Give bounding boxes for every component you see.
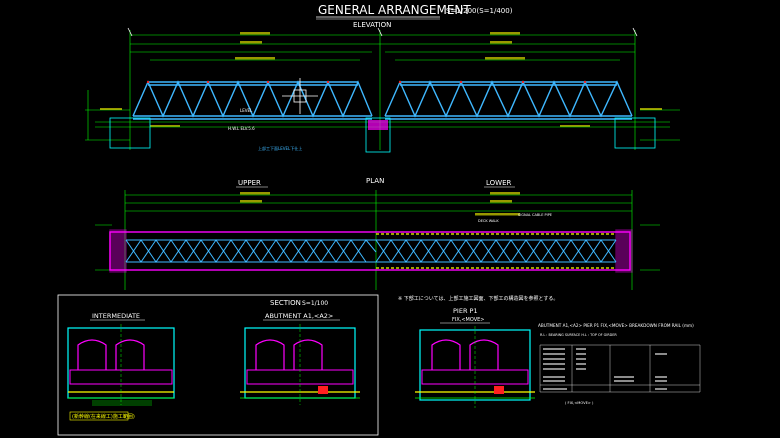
upper-label: UPPER (238, 179, 261, 187)
plan-dimensions (95, 190, 660, 290)
lower-label: LOWER (486, 179, 512, 187)
elevation-dimensions (85, 30, 680, 150)
plan-deck (109, 229, 633, 273)
section-frame (57, 294, 379, 436)
signal-cable-note: SIGNAL CABLE PIPE (518, 213, 552, 217)
drawing-scale: S=1/200(S=1/400) (446, 7, 513, 15)
table-footer: ( FIX,<MOVE> ) (565, 401, 594, 405)
deck-walk-note: DECK WALK (478, 219, 499, 223)
lower-rail-marks (376, 233, 616, 269)
section-intermediate (67, 324, 175, 406)
upper-bracing (125, 239, 377, 263)
abutment-a1 (109, 117, 151, 149)
plan-dim-text (240, 192, 520, 216)
right-truss (384, 80, 633, 120)
elevation-dim-text (100, 32, 662, 127)
level-label: LEVEL (240, 108, 253, 113)
pier-p1 (365, 117, 391, 153)
pier-note: 上部工下面LEVEL下仕上 (258, 145, 302, 151)
title-block: GENERAL ARRANGEMENT S=1/200(S=1/400) ELE… (316, 3, 513, 29)
abutment-label: ABUTMENT A1,<A2> (265, 312, 333, 320)
section-footer-note: (新幹線(在来線工)施工範囲) (72, 413, 135, 420)
table-cells (543, 348, 667, 390)
section-scale: S=1/100 (302, 300, 328, 307)
abutment-a2 (614, 117, 656, 149)
elevation-markers (127, 27, 638, 37)
table-grid (539, 344, 701, 393)
lower-bracing (375, 239, 617, 263)
pier-label: PIER P1 (453, 307, 478, 315)
pier-sublabel: FIX,<MOVE> (452, 317, 485, 323)
elevation-supports (109, 117, 656, 153)
table-subtitle: R.L : BEARING SURFACE H.L : TOP OF GIRDE… (540, 333, 617, 337)
water-level-note: H.W.L ELV.5.6 (228, 126, 255, 131)
section-pier (415, 326, 535, 408)
truss-nodes (146, 80, 587, 84)
left-truss (132, 80, 373, 120)
breakdown-table: ABUTMENT A1,<A2> PIER P1 FIX,<MOVE> BREA… (538, 323, 701, 405)
section-view: SECTION S=1/100 INTERMEDIATE ABUTMENT A1… (57, 294, 535, 436)
plan-view: PLAN UPPER LOWER DECK WALK SIGNAL CABLE … (95, 177, 660, 290)
plan-label: PLAN (366, 177, 384, 185)
elevation-view: LEVEL H.W.L ELV.5.6 上部工下面LEVEL下仕上 (85, 27, 680, 153)
elevation-label: ELEVATION (353, 21, 391, 29)
construction-note: ※ 下部工については、上部工施工図面、下部工の構造図を参照とする。 (398, 295, 558, 302)
section-abutment (240, 324, 360, 405)
section-label: SECTION (270, 299, 301, 307)
intermediate-label: INTERMEDIATE (92, 312, 140, 320)
cad-cursor-crosshair[interactable] (282, 78, 318, 114)
pier-bearing (368, 120, 388, 130)
drawing-title: GENERAL ARRANGEMENT (318, 3, 471, 17)
table-title: ABUTMENT A1,<A2> PIER P1 FIX,<MOVE> BREA… (538, 323, 694, 328)
